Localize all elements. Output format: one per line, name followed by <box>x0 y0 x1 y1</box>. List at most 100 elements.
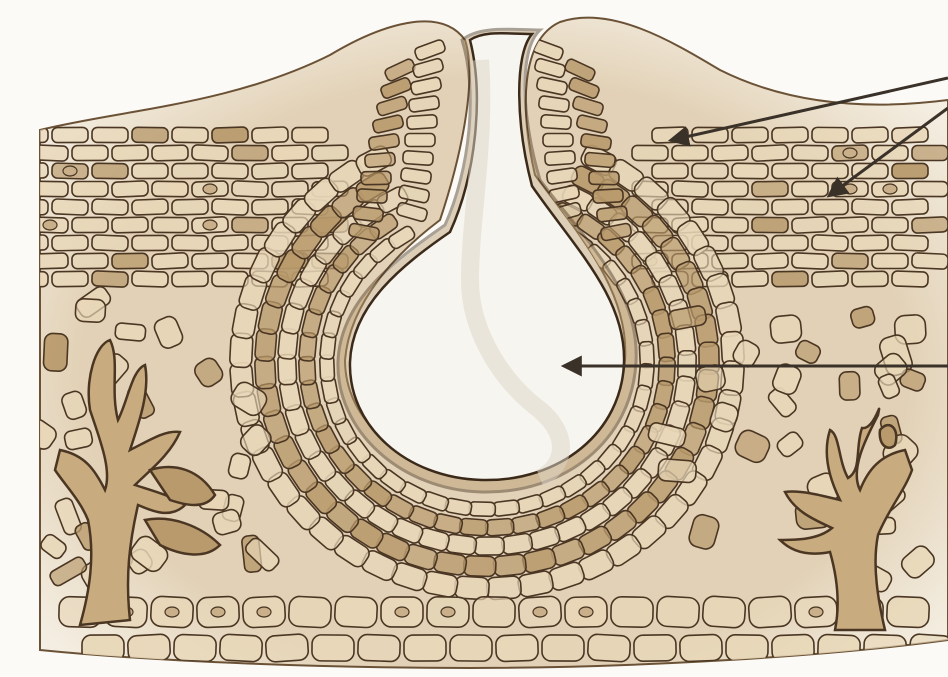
cell <box>772 127 808 143</box>
cell-nucleus <box>395 607 409 617</box>
cell <box>692 199 729 215</box>
cell <box>752 181 788 197</box>
cell <box>772 235 808 250</box>
cell <box>92 271 129 288</box>
cell <box>812 199 848 214</box>
cell <box>357 189 388 204</box>
cell <box>12 271 48 287</box>
cell <box>485 518 514 536</box>
cell <box>652 163 688 178</box>
cell <box>132 163 168 178</box>
cell <box>132 235 168 250</box>
cell <box>672 145 708 160</box>
cell <box>589 171 619 185</box>
cell <box>152 253 189 270</box>
cell-nucleus <box>579 607 593 617</box>
cell <box>584 152 615 168</box>
cell <box>364 152 395 168</box>
cell <box>212 127 248 143</box>
cell <box>172 127 208 143</box>
cell <box>43 333 68 371</box>
cell <box>252 199 288 215</box>
cell <box>832 217 869 234</box>
cell <box>732 271 769 287</box>
cell <box>832 253 868 269</box>
cell <box>265 634 309 663</box>
cell <box>75 298 106 322</box>
cell <box>839 371 860 400</box>
cell <box>732 163 768 179</box>
cell <box>361 171 391 185</box>
cell <box>32 253 69 269</box>
cell <box>772 163 808 178</box>
cell <box>172 163 208 178</box>
cell <box>852 271 888 287</box>
cell <box>152 145 188 161</box>
cell <box>405 134 435 147</box>
cell <box>212 271 248 286</box>
cell <box>792 145 828 161</box>
cell <box>474 537 504 555</box>
cell <box>492 500 519 517</box>
cell <box>152 217 188 232</box>
cell <box>912 217 948 234</box>
cell <box>812 271 849 288</box>
cell <box>112 181 149 198</box>
cell <box>543 134 573 147</box>
cell <box>334 596 377 628</box>
cell-nucleus <box>257 607 271 617</box>
cell <box>445 534 477 556</box>
cell <box>192 145 229 162</box>
cell <box>152 181 188 197</box>
cell <box>252 163 289 180</box>
cell <box>712 217 748 233</box>
cell <box>288 596 331 628</box>
cell <box>732 235 768 250</box>
cell <box>702 596 746 629</box>
cell <box>818 634 861 662</box>
cell <box>792 181 828 196</box>
cell-nucleus <box>43 220 57 230</box>
cell <box>463 556 496 577</box>
cell <box>459 518 488 536</box>
cell <box>172 271 208 287</box>
cell <box>232 217 268 232</box>
cell <box>658 458 697 483</box>
cell <box>219 634 262 662</box>
cell <box>812 127 848 142</box>
cell <box>232 181 269 198</box>
cell <box>112 253 148 268</box>
cell <box>404 635 446 661</box>
cell <box>769 314 802 344</box>
cell <box>12 163 49 180</box>
cell <box>912 146 948 161</box>
cell <box>680 634 723 661</box>
cell <box>541 114 572 129</box>
cell <box>312 145 348 161</box>
cell <box>192 253 228 269</box>
cell <box>72 217 108 232</box>
cell <box>672 181 709 197</box>
cell <box>712 145 749 161</box>
cell <box>892 199 929 216</box>
cell <box>407 114 438 129</box>
cell <box>493 554 527 577</box>
cell <box>112 145 148 161</box>
cell <box>92 163 128 178</box>
cell <box>593 189 624 204</box>
cell <box>72 253 108 269</box>
cell <box>52 127 88 142</box>
cell <box>611 597 654 628</box>
cell <box>852 199 889 215</box>
cell <box>852 127 889 143</box>
cell <box>272 145 308 161</box>
cell <box>132 271 169 287</box>
cell <box>358 634 401 662</box>
cell <box>403 150 434 165</box>
cell <box>92 127 128 142</box>
cell-nucleus <box>203 184 217 194</box>
cell <box>752 217 788 232</box>
cell <box>752 145 789 162</box>
cell <box>886 596 929 628</box>
cell <box>912 253 948 270</box>
